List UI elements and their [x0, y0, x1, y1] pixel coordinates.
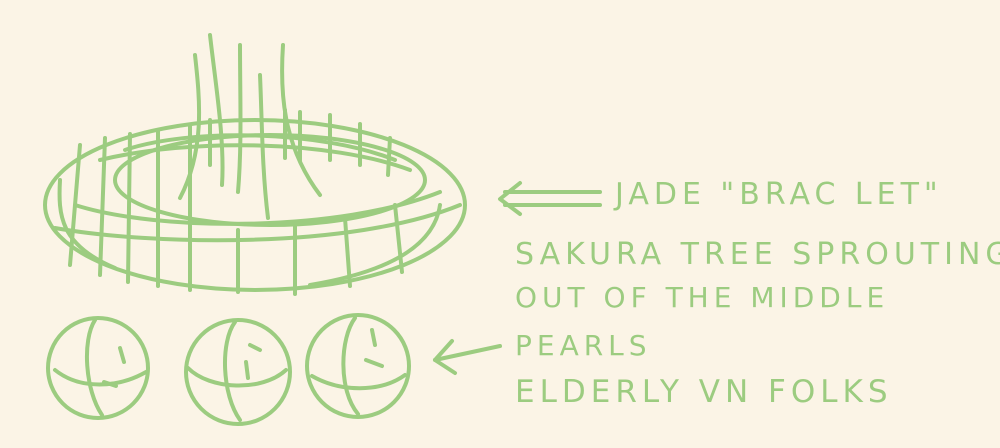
label-pearls: PEARLS — [515, 329, 652, 362]
label-sakura-line-2: OUT OF THE MIDDLE — [515, 281, 890, 314]
label-jade-bracelet: JADE "BRAC LET" — [615, 177, 943, 212]
arrow-to-bracelet — [500, 183, 600, 214]
pearl-2-sketch — [186, 320, 290, 424]
label-sakura-line-1: SAKURA TREE SPROUTING — [515, 237, 1000, 272]
pearl-1-sketch — [48, 318, 148, 418]
arrow-to-pearls — [435, 341, 500, 373]
sakura-tree-trunk-sketch — [180, 35, 320, 218]
jade-bracelet-sketch — [45, 110, 465, 294]
label-elderly-folks: ELDERLY VN FOLKS — [515, 374, 893, 410]
pearl-3-sketch — [307, 315, 409, 417]
